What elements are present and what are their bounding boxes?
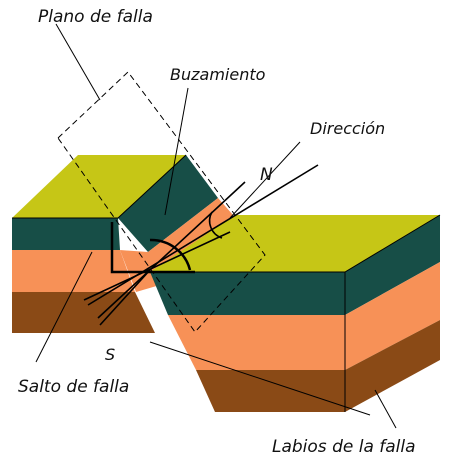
label-strike: Dirección [310, 119, 385, 138]
left-block-top-surface [12, 155, 186, 218]
label-north: N [260, 165, 273, 185]
label-fault-plane: Plano de falla [38, 7, 153, 27]
right-side-brown-layer [345, 320, 440, 412]
dip-angle-marker [110, 222, 195, 274]
fault-plane-teal [118, 155, 218, 252]
label-fault-throw: Salto de falla [18, 377, 129, 397]
block-edges [12, 154, 441, 412]
label-dip: Buzamiento [170, 65, 266, 84]
leader-lines [35, 23, 397, 429]
fault-plane-outline [57, 71, 266, 333]
left-front-brown-layer [12, 292, 155, 333]
right-front-teal-layer [150, 272, 345, 315]
right-side-teal-layer [345, 215, 440, 315]
left-front-orange-layer [12, 250, 135, 292]
left-block [12, 155, 248, 333]
right-block [150, 215, 440, 412]
right-block-top-surface [150, 215, 440, 272]
right-side-orange-layer [345, 262, 440, 370]
right-front-brown-layer [196, 370, 345, 412]
right-front-orange-layer [168, 315, 345, 370]
label-south: S [105, 345, 115, 364]
strike-lines [83, 164, 319, 326]
left-front-teal-layer [12, 218, 120, 250]
label-fault-walls: Labios de la falla [272, 437, 416, 457]
